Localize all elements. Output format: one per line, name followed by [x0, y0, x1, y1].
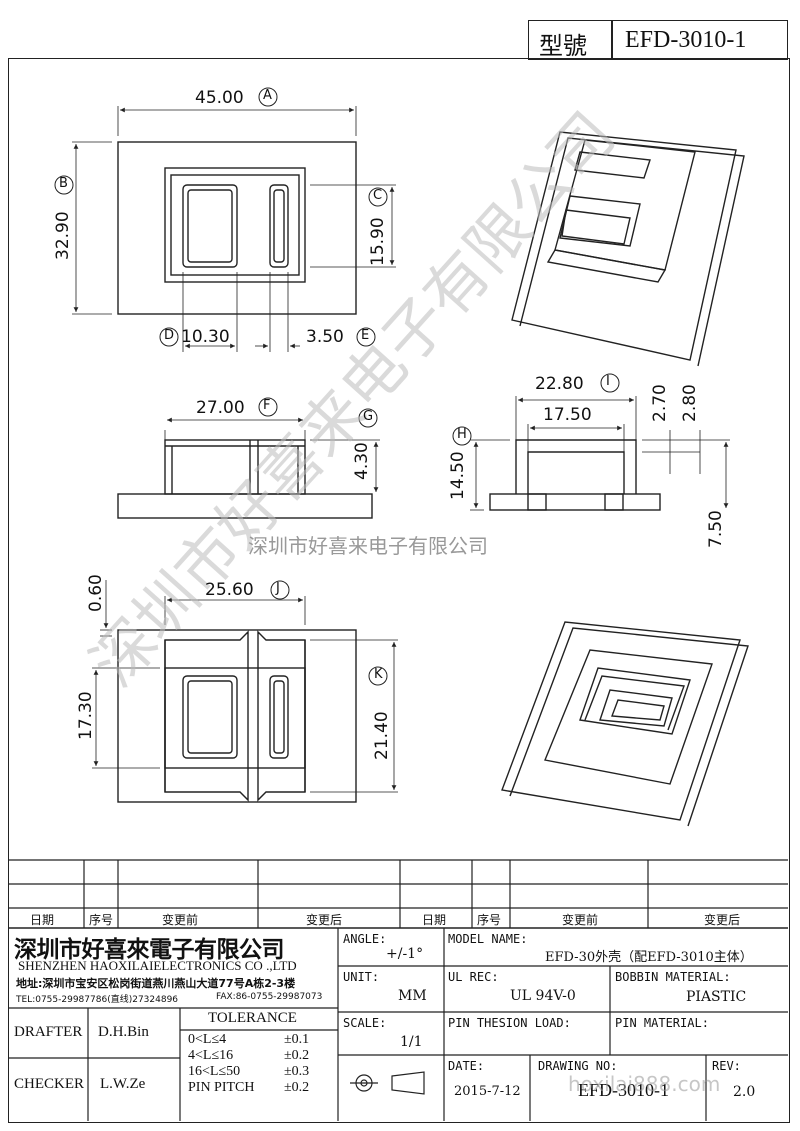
company-name-cn: 深圳市好喜來電子有限公司: [14, 936, 285, 963]
drawing-no-value: EFD-3010-1: [578, 1080, 669, 1100]
tolerance-range: 0<L≤4: [188, 1032, 227, 1047]
bobbin-label: BOBBIN MATERIAL:: [615, 970, 731, 984]
dim-k-mark: K: [374, 667, 383, 682]
rev-header-before-2: 变更前: [562, 913, 599, 927]
tolerance-range: PIN PITCH: [188, 1080, 255, 1095]
dim-c-mark: C: [373, 188, 383, 203]
unit-label: UNIT:: [343, 970, 380, 984]
dim-i-mark: I: [606, 374, 610, 389]
tolerance-value: ±0.2: [284, 1080, 310, 1095]
model-label: 型號: [539, 32, 587, 60]
bobbin-value: PIASTIC: [686, 989, 747, 1005]
dim-f: 27.00: [196, 398, 245, 418]
dim-h-mark: H: [457, 427, 467, 442]
bottom-view: [92, 580, 398, 803]
technical-drawing: 深圳市好喜来电子有限公司: [54, 87, 749, 827]
pin-tension-label: PIN THESION LOAD:: [448, 1016, 571, 1030]
date-value: 2015-7-12: [454, 1084, 521, 1099]
tolerance-value: ±0.1: [284, 1032, 310, 1047]
side-view: [452, 373, 730, 511]
tolerance-row: 16<L≤50 ±0.3: [188, 1064, 336, 1092]
tolerance-range: 16<L≤50: [188, 1064, 241, 1079]
rev-header-no-2: 序号: [477, 913, 502, 927]
angle-value: +/-1°: [386, 946, 424, 962]
dim-i2: 17.50: [543, 405, 592, 425]
dim-a: 45.00: [195, 88, 244, 108]
front-view: [117, 397, 380, 519]
watermark-small: 深圳市好喜来电子有限公司: [248, 534, 488, 558]
tolerance-value: ±0.3: [284, 1064, 310, 1079]
dim-j: 25.60: [205, 580, 254, 600]
dim-j-mark: J: [276, 581, 280, 596]
checker-label: CHECKER: [14, 1076, 85, 1092]
iso-view-2: [501, 621, 749, 827]
ul-label: UL REC:: [448, 970, 499, 984]
rev-header-no-1: 序号: [89, 913, 114, 927]
dim-b-mark: B: [59, 176, 68, 191]
dim-d: 10.30: [181, 327, 230, 347]
tolerance-title: TOLERANCE: [208, 1010, 297, 1026]
iso-view-1: [511, 131, 745, 367]
company-address: 地址:深圳市宝安区松岗街道燕川燕山大道77号A栋2-3楼: [16, 977, 296, 990]
dim-f-mark: F: [263, 398, 271, 413]
scale-value: 1/1: [400, 1034, 423, 1050]
drawing-frame: [8, 58, 790, 1123]
tolerance-row: 4<L≤16 ±0.2: [188, 1048, 336, 1072]
pin-material-label: PIN MATERIAL:: [615, 1016, 709, 1030]
unit-value: MM: [398, 988, 427, 1004]
model-name-label: MODEL NAME:: [448, 932, 528, 946]
rev-header-before-1: 变更前: [162, 913, 199, 927]
top-view: [54, 87, 396, 352]
rev-header-date-2: 日期: [422, 913, 447, 927]
rev-header-date-1: 日期: [30, 913, 55, 927]
url-watermark: hoxilai888.com: [568, 1072, 721, 1096]
company-name-en: SHENZHEN HAOXILAIELECTRONICS CO .,LTD: [18, 958, 297, 973]
scale-label: SCALE:: [343, 1016, 387, 1030]
model-title-block: 型號 EFD-3010-1: [528, 20, 788, 60]
rev-value: 2.0: [733, 1084, 756, 1100]
drafter-label: DRAFTER: [14, 1024, 83, 1040]
rev-header-after-1: 变更后: [306, 913, 343, 927]
rev-header-after-2: 变更后: [704, 913, 741, 927]
tolerance-value: ±0.2: [284, 1048, 310, 1063]
drawing-no-label: DRAWING NO:: [538, 1059, 618, 1073]
dim-g-mark: G: [363, 409, 374, 424]
ul-value: UL 94V-0: [510, 988, 576, 1004]
tolerance-rows: 0<L≤4 ±0.1 4<L≤16 ±0.2 16<L≤50 ±0.3 PIN …: [188, 1032, 336, 1112]
company-tel: TEL:0755-29987786(直线)27324896: [16, 995, 179, 1005]
dim-a-mark: A: [263, 88, 272, 103]
dim-d-mark: D: [164, 328, 175, 343]
dim-e-mark: E: [361, 328, 370, 343]
rev-label: REV:: [712, 1059, 741, 1073]
company-fax: FAX:86-0755-29987073: [216, 992, 323, 1002]
dim-i: 22.80: [535, 374, 584, 394]
dim-e: 3.50: [306, 327, 344, 347]
tolerance-range: 4<L≤16: [188, 1048, 234, 1063]
tolerance-row: PIN PITCH ±0.2: [188, 1080, 336, 1112]
angle-label: ANGLE:: [343, 932, 387, 946]
tolerance-row: 0<L≤4 ±0.1: [188, 1032, 336, 1052]
drafter-value: D.H.Bin: [98, 1024, 149, 1040]
date-label: DATE:: [448, 1059, 485, 1073]
model-name-value: EFD-30外壳（配EFD-3010主体）: [545, 950, 753, 965]
model-value: EFD-3010-1: [625, 27, 747, 53]
checker-value: L.W.Ze: [100, 1076, 146, 1092]
